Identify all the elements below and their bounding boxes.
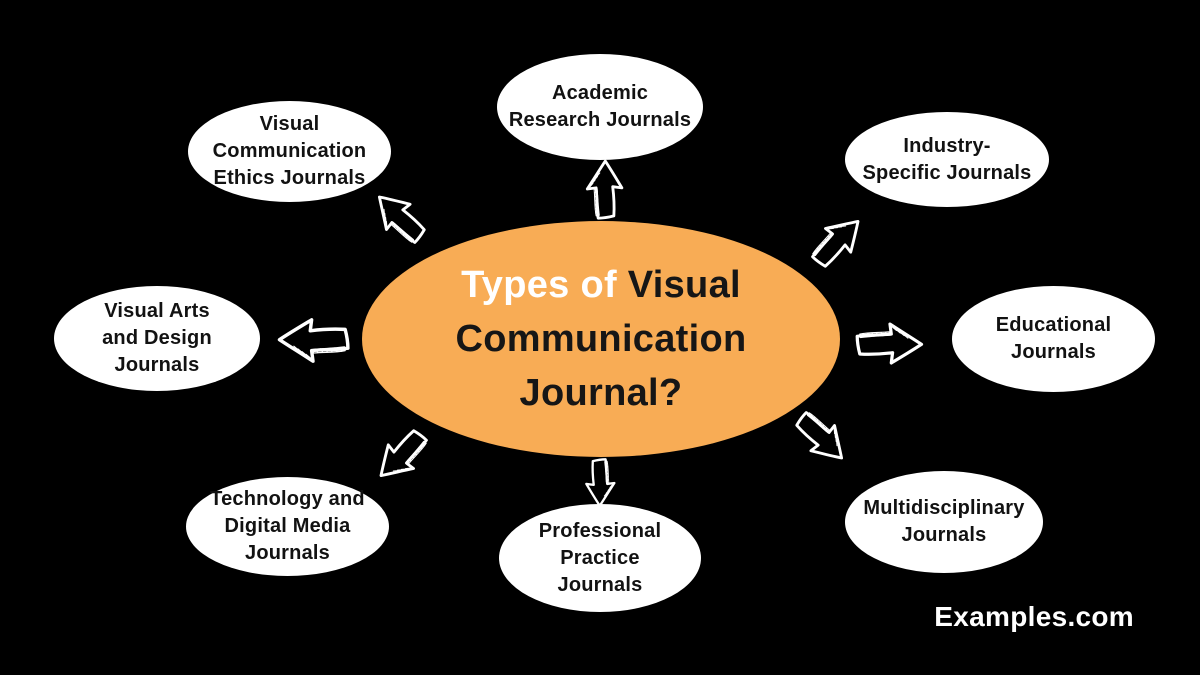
node-label: Academic Research Journals <box>508 82 692 131</box>
node-multidisciplinary-journals: Multidisciplinary Journals <box>845 471 1043 573</box>
node-industry-specific-journals: Industry- Specific Journals <box>845 112 1049 207</box>
node-label: Professional Practice Journals <box>538 519 662 596</box>
center-topic-ellipse: Types of Visual Communication Journal? <box>362 221 840 457</box>
arrow-left-icon <box>273 314 353 366</box>
node-technology-digital-media-journals: Technology and Digital Media Journals <box>186 477 389 576</box>
node-visual-arts-design-journals: Visual Arts and Design Journals <box>54 286 260 391</box>
node-label: Visual Arts and Design Journals <box>102 300 212 376</box>
arrow-up-right-icon <box>798 201 877 280</box>
watermark-text: Examples.com <box>934 601 1134 632</box>
title-rest-line1: Visual <box>616 264 741 306</box>
title-highlight-text: Types of <box>461 264 617 306</box>
node-educational-journals: Educational Journals <box>952 286 1155 392</box>
node-professional-practice-journals: Professional Practice Journals <box>499 504 701 612</box>
node-visual-communication-ethics-journals: Visual Communication Ethics Journals <box>188 101 391 202</box>
arrow-up-left-icon <box>359 177 438 256</box>
arrow-down-left-icon <box>361 416 440 495</box>
node-label: Visual Communication Ethics Journals <box>212 113 367 189</box>
node-academic-research-journals: Academic Research Journals <box>497 54 703 160</box>
node-label: Educational Journals <box>995 314 1112 363</box>
arrow-down-icon <box>579 457 621 509</box>
arrow-right-icon <box>854 319 926 369</box>
node-label: Multidisciplinary Journals <box>863 497 1025 546</box>
node-label: Industry- Specific Journals <box>862 134 1032 184</box>
arrow-up-icon <box>581 157 629 221</box>
arrow-down-right-icon <box>782 398 861 477</box>
diagram-title: Types of Visual Communication Journal? <box>455 258 746 420</box>
title-line3: Journal? <box>519 372 683 414</box>
title-line2: Communication <box>455 318 747 360</box>
node-label: Technology and Digital Media Journals <box>210 488 365 564</box>
